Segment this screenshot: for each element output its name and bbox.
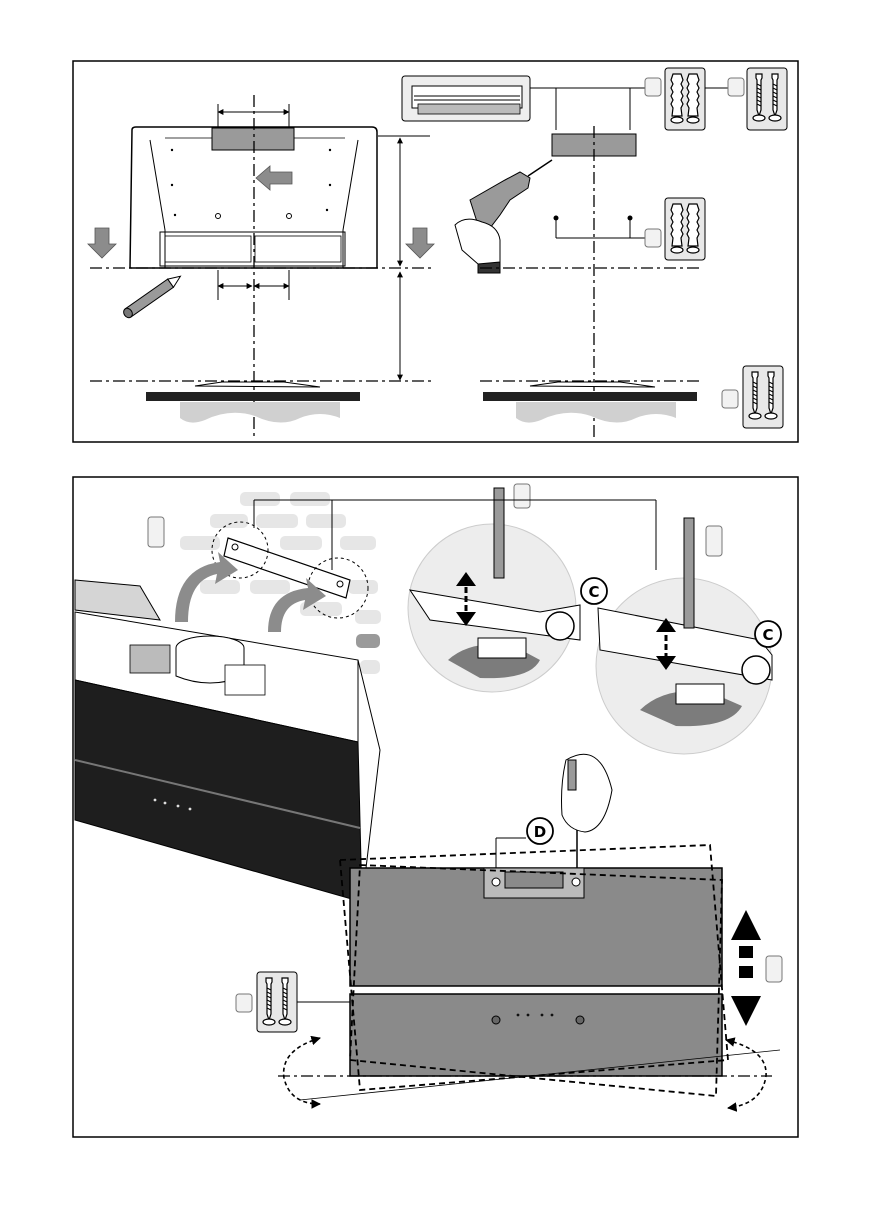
hob-right <box>483 382 697 423</box>
callout-c-top-label: C <box>588 583 599 601</box>
detail-view-2 <box>596 518 772 754</box>
hood-front-panels <box>350 868 722 1076</box>
drill-icon <box>455 160 552 273</box>
screw-icon <box>743 366 783 428</box>
arrow-down-icon <box>88 228 116 258</box>
hob-left <box>146 382 360 423</box>
rotate-arrow-icon <box>726 1040 766 1108</box>
screw-icon <box>747 68 787 130</box>
up-down-arrow-icon <box>731 910 761 1026</box>
drill-hole <box>554 216 559 221</box>
screw-head <box>337 581 343 587</box>
wall-plug-icon <box>665 68 705 130</box>
callout-d-label: D <box>534 823 546 841</box>
part-badge <box>148 517 164 547</box>
bracket-icon <box>402 76 530 121</box>
hood-body <box>75 580 380 902</box>
arrow-down-icon <box>406 228 434 258</box>
wall-plug-icon <box>665 198 705 260</box>
part-badge <box>766 956 782 982</box>
rotate-arrow-icon <box>284 1038 320 1104</box>
screw-head <box>232 544 238 550</box>
screw-icon <box>257 972 297 1032</box>
drill-hole <box>628 216 633 221</box>
pencil-icon <box>122 272 183 319</box>
wall-bracket-on-hood <box>212 128 294 150</box>
part-badge <box>706 526 722 556</box>
part-badge <box>236 994 252 1012</box>
callout-c-right-label: C <box>762 626 773 644</box>
part-badge <box>514 484 530 508</box>
detail-view-1 <box>408 488 580 692</box>
